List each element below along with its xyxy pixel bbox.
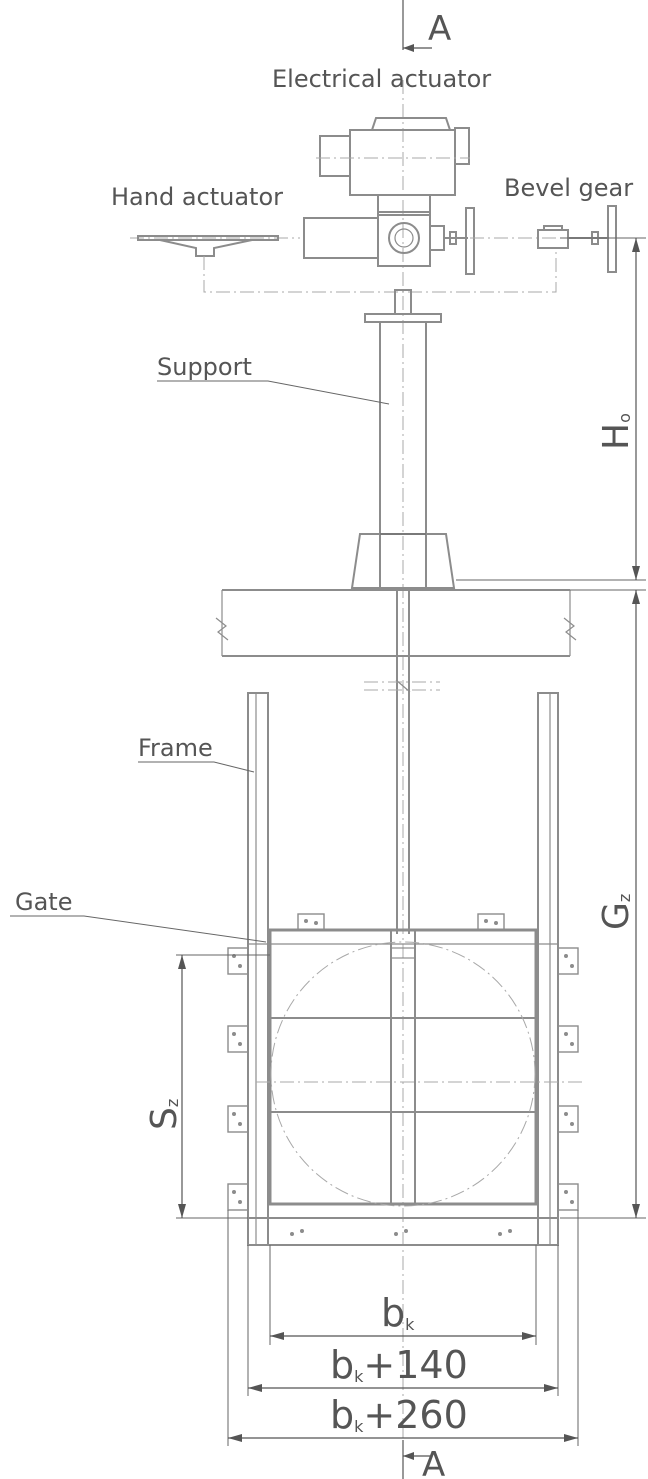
bk140-suffix: +140 bbox=[363, 1343, 467, 1387]
section-label-bottom: A bbox=[422, 1445, 445, 1479]
electrical-actuator-label: Electrical actuator bbox=[272, 65, 491, 93]
support-label: Support bbox=[157, 353, 252, 381]
bk260-suffix: +260 bbox=[363, 1393, 467, 1437]
dimension-bk-260: bk+260 bbox=[227, 1210, 579, 1446]
hand-actuator-label: Hand actuator bbox=[111, 183, 283, 211]
bevel-gear bbox=[470, 205, 630, 273]
section-marker-bottom: A bbox=[402, 1440, 445, 1479]
bevel-gear-label: Bevel gear bbox=[504, 174, 633, 202]
svg-text:Sz: Sz bbox=[144, 1099, 185, 1130]
frame-label: Frame bbox=[138, 734, 213, 762]
frame: Frame bbox=[138, 692, 559, 1246]
bolt-plates bbox=[227, 913, 579, 1236]
hand-actuator bbox=[130, 235, 300, 257]
actuator-connector-line bbox=[203, 250, 557, 293]
sz-main: S bbox=[144, 1107, 185, 1130]
gate: Gate bbox=[10, 888, 582, 1207]
svg-text:Gz: Gz bbox=[596, 894, 637, 930]
bk260-sub: k bbox=[354, 1417, 364, 1436]
dimension-bk: bk bbox=[269, 1245, 537, 1345]
bk260-main: b bbox=[330, 1393, 354, 1437]
h0-main: H bbox=[596, 423, 637, 450]
dimension-bk-140: bk+140 bbox=[247, 1245, 559, 1396]
section-marker-top: A bbox=[402, 0, 451, 52]
svg-text:bk: bk bbox=[381, 1291, 415, 1335]
gz-main: G bbox=[596, 902, 637, 930]
bk140-main: b bbox=[330, 1343, 354, 1387]
spindle bbox=[364, 590, 440, 934]
gz-sub: z bbox=[615, 894, 634, 902]
support: Support bbox=[157, 289, 456, 589]
dimension-gz: Gz bbox=[560, 589, 646, 1219]
dimension-h0: Ho bbox=[456, 237, 646, 581]
svg-text:bk+260: bk+260 bbox=[330, 1393, 468, 1437]
section-label-top: A bbox=[428, 9, 451, 49]
bk-sub: k bbox=[405, 1315, 415, 1334]
gate-label: Gate bbox=[15, 888, 72, 916]
bk-main: b bbox=[381, 1291, 405, 1335]
h0-sub: o bbox=[615, 413, 634, 423]
sz-sub: z bbox=[163, 1099, 182, 1107]
electrical-actuator bbox=[303, 117, 475, 275]
svg-text:bk+140: bk+140 bbox=[330, 1343, 468, 1387]
svg-text:Ho: Ho bbox=[596, 413, 637, 450]
bk140-sub: k bbox=[354, 1367, 364, 1386]
dimension-sz: Sz bbox=[144, 954, 270, 1219]
